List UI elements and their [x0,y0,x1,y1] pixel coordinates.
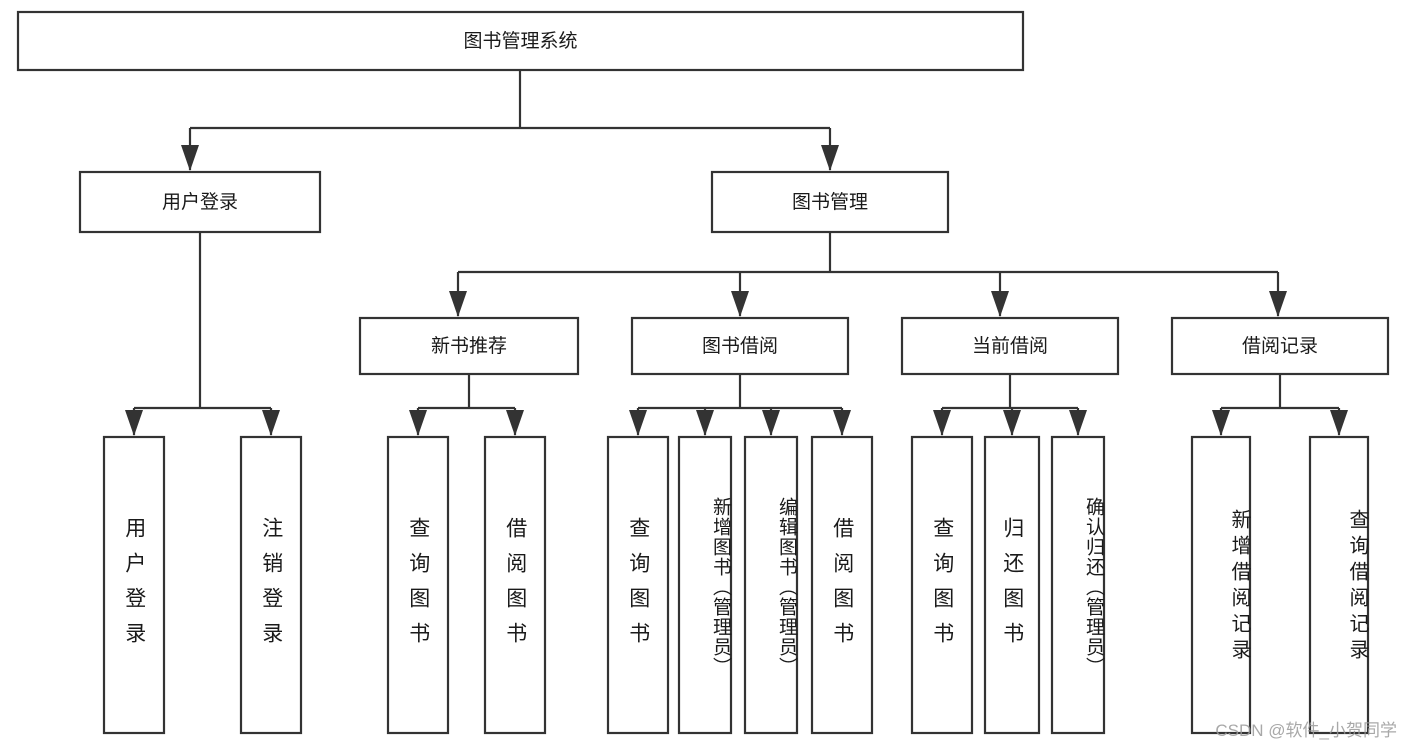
arrow-head-icon [731,291,749,317]
arrow-head-icon [833,410,851,436]
arrow-head-icon [1212,410,1230,436]
node-box-leaf-confirm-return-admin[interactable] [1050,435,1106,735]
node-box-borrow-record[interactable] [1170,316,1390,376]
arrow-head-icon [1330,410,1348,436]
node-box-current-borrow[interactable] [900,316,1120,376]
node-box-leaf-edit-book-admin[interactable] [743,435,799,735]
arrow-head-icon [991,291,1009,317]
arrow-head-icon [449,291,467,317]
node-label-current-borrow: 当前借阅 [972,335,1048,357]
arrow-head-icon [1269,291,1287,317]
node-box-leaf-borrow-book[interactable] [810,435,874,735]
node-box-new-book-recommend[interactable] [358,316,580,376]
arrow-head-icon [409,410,427,436]
arrow-head-icon [181,145,199,171]
arrow-head-icon [506,410,524,436]
node-box-user-login[interactable] [78,170,322,234]
node-label-book-borrow: 图书借阅 [702,335,778,357]
node-label-user-login: 用户登录 [162,191,238,213]
node-box-leaf-add-borrow-record[interactable] [1190,435,1252,735]
node-box-leaf-add-book-admin[interactable] [677,435,733,735]
node-box-leaf-query-book-current[interactable] [910,435,974,735]
node-box-leaf-return-book[interactable] [983,435,1041,735]
arrow-head-icon [821,145,839,171]
arrow-head-icon [125,410,143,436]
node-box-leaf-query-borrow-record[interactable] [1308,435,1370,735]
node-box-leaf-query-book-new[interactable] [386,435,450,735]
node-box-leaf-user-logout[interactable] [239,435,303,735]
arrow-head-icon [696,410,714,436]
node-label-book-manage: 图书管理 [792,191,868,213]
arrow-head-icon [629,410,647,436]
node-boxes [16,10,1390,735]
watermark-text: CSDN @软件_小贺同学 [1215,721,1397,740]
arrow-head-icon [262,410,280,436]
node-box-leaf-query-book-borrow[interactable] [606,435,670,735]
node-box-leaf-borrow-book-new[interactable] [483,435,547,735]
node-label-borrow-record: 借阅记录 [1242,335,1318,357]
node-box-book-borrow[interactable] [630,316,850,376]
node-box-root[interactable] [16,10,1025,72]
arrow-head-icon [762,410,780,436]
arrow-head-icon [933,410,951,436]
node-box-book-manage[interactable] [710,170,950,234]
node-label-root: 图书管理系统 [463,30,577,52]
arrow-head-icon [1003,410,1021,436]
node-box-leaf-user-login[interactable] [102,435,166,735]
node-label-new-book-recommend: 新书推荐 [431,335,507,357]
connector-lines [125,70,1348,436]
arrow-head-icon [1069,410,1087,436]
